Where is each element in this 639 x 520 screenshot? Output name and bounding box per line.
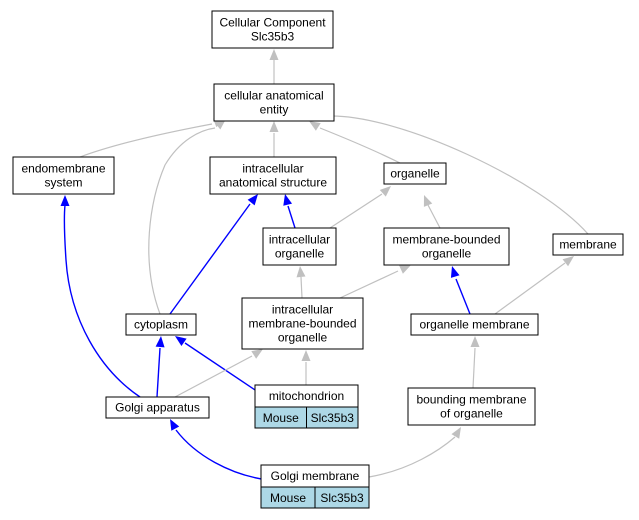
node-label-line: Golgi apparatus [115,401,200,415]
edge-golgi-membrane-to-bounding-membrane-of-organelle [368,427,461,478]
edge-golgi-apparatus-to-endomembrane-system [60,195,141,398]
node-cytoplasm[interactable]: cytoplasm [125,313,197,336]
node-label-line: organelle [390,167,440,181]
edge-intracellular-anatomical-structure-to-cellular-anatomical-entity [269,121,279,157]
node-box [241,297,364,350]
node-box [211,10,334,49]
edge-golgi-membrane-to-golgi-apparatus [170,419,269,481]
edge-bounding-membrane-of-organelle-to-organelle-membrane [470,336,480,389]
edge-mitochondrion-to-intracellular-membrane-bounded-organelle [301,350,311,385]
node-box [383,162,447,185]
node-box [383,227,510,266]
node-box [105,396,210,419]
node-label-line: cytoplasm [134,318,188,332]
edge-cellular-anatomical-entity-to-cellular-component [269,49,279,84]
edge-organelle-membrane-to-membrane-bounded-organelle [450,266,471,315]
node-label-line: of organelle [440,407,503,421]
tag-mouse: Mouse [263,411,299,425]
tag-cell [306,406,359,429]
node-box [407,387,536,426]
node-box [125,313,197,336]
node-label-line: cellular anatomical [224,89,323,103]
node-box [12,156,115,195]
node-label-line: Golgi membrane [271,469,360,483]
node-label-line: anatomical structure [219,176,327,190]
tag-slc35b3: Slc35b3 [311,411,355,425]
edge-endomembrane-system-to-cellular-anatomical-entity [79,118,225,158]
node-organelle[interactable]: organelle [383,162,447,185]
edge-membrane-to-cellular-anatomical-entity [318,111,589,235]
node-label-line: intracellular [242,162,303,176]
node-box [410,313,539,336]
edge-cytoplasm-to-intracellular-anatomical-structure [169,194,258,315]
edge-intracellular-organelle-to-organelle [329,186,391,229]
tag-mouse: Mouse [270,491,306,505]
node-box [209,156,337,195]
node-label-line: intracellular [272,303,333,317]
node-box [262,227,337,266]
edge-organelle-membrane-to-membrane [494,256,574,315]
edge-organelle-to-cellular-anatomical-entity [309,121,401,164]
node-organelle-membrane[interactable]: organelle membrane [410,313,539,336]
node-label-line: mitochondrion [269,389,344,403]
node-label-line: entity [260,103,289,117]
edges-layer [60,49,589,481]
node-label-line: organelle [275,247,325,261]
edge-intracellular-membrane-bounded-organelle-to-intracellular-organelle [296,266,306,299]
edge-cytoplasm-to-cellular-anatomical-entity [148,119,226,315]
node-box [552,233,624,256]
node-label-line: Cellular Component [219,16,326,30]
edge-intracellular-membrane-bounded-organelle-to-membrane-bounded-organelle [339,265,411,299]
node-label-line: organelle [422,247,472,261]
edge-golgi-apparatus-to-intracellular-membrane-bounded-organelle [174,349,263,398]
node-label-line: endomembrane [21,162,105,176]
node-label-line: system [44,176,82,190]
node-box [213,83,335,122]
edge-golgi-apparatus-to-cytoplasm [155,336,165,398]
tag-slc35b3: Slc35b3 [320,491,364,505]
tag-cell [314,486,370,509]
edge-membrane-bounded-organelle-to-organelle [423,195,441,229]
node-golgi-apparatus[interactable]: Golgi apparatus [105,396,210,419]
node-label-line: membrane-bounded [392,233,500,247]
node-label-line: intracellular [269,233,330,247]
node-label-line: organelle membrane [419,318,529,332]
node-label-line: membrane [559,238,617,252]
edge-intracellular-organelle-to-intracellular-anatomical-structure [283,194,296,229]
node-label-line: Slc35b3 [251,30,295,44]
node-label-line: organelle [278,331,328,345]
node-label-line: membrane-bounded [248,317,356,331]
node-membrane[interactable]: membrane [552,233,624,256]
node-label-line: bounding membrane [416,393,526,407]
